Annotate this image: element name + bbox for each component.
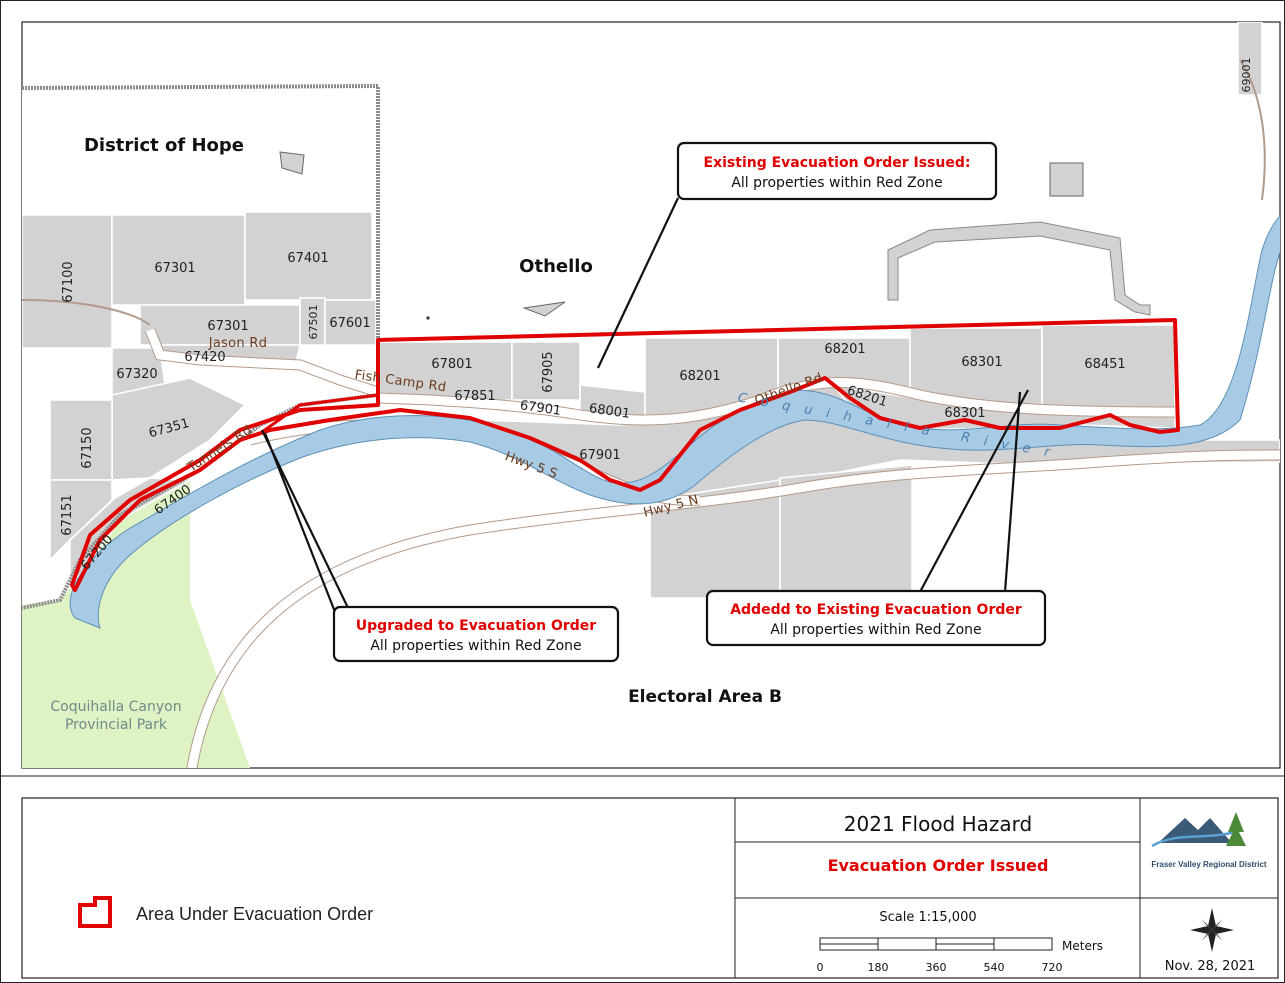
legend: Area Under Evacuation Order	[78, 896, 373, 928]
leader-upgraded	[261, 429, 351, 613]
callout-upgraded-sub: All properties within Red Zone	[370, 638, 581, 654]
parcel-label-67601: 67601	[329, 316, 370, 331]
parcel-label-68301a: 68301	[961, 355, 1002, 370]
parcel-label-67401: 67401	[287, 251, 328, 266]
logo-tree-icon	[1226, 812, 1246, 846]
parcel-label-67901a: 67901	[519, 398, 562, 419]
north-arrow-icon	[1190, 908, 1234, 952]
parcel-label-68001: 68001	[588, 401, 631, 422]
bottom-panel: Area Under Evacuation Order 2021 Flood H…	[21, 797, 1279, 979]
callout-existing-sub: All properties within Red Zone	[731, 175, 942, 191]
callout-added: Addedd to Existing Evacuation Order All …	[705, 589, 1047, 647]
building-east	[1049, 162, 1084, 197]
parcel-label-68301b: 68301	[944, 406, 985, 421]
bottom-border	[21, 797, 1279, 979]
hwy-5-n-road	[187, 450, 1280, 768]
building-hope	[279, 151, 305, 175]
scale-tick-360: 360	[926, 961, 947, 974]
parcel-69001	[1237, 22, 1263, 96]
parcel-label-67151: 67151	[60, 494, 75, 535]
scale-tick-180: 180	[868, 961, 889, 974]
building-othello	[522, 301, 566, 317]
map-subtitle: Evacuation Order Issued	[828, 856, 1049, 875]
logo-river-icon	[1151, 830, 1236, 848]
parcel-label-67150: 67150	[80, 427, 95, 468]
parcel-label-67901b: 67901	[579, 448, 620, 463]
road-label-jason: Jason Rd	[208, 336, 268, 351]
callout-upgraded-title: Upgraded to Evacuation Order	[356, 618, 596, 634]
scale-tick-540: 540	[984, 961, 1005, 974]
parcel-label-67801: 67801	[431, 357, 472, 372]
community-label: Othello	[519, 256, 593, 277]
point-marker	[426, 316, 430, 320]
othello-rd-road	[377, 378, 1176, 425]
legend-evac-symbol-icon	[78, 896, 112, 928]
parcel-label-67501: 67501	[307, 305, 320, 340]
parcel-label-67301a: 67301	[154, 261, 195, 276]
park-label-line2: Provincial Park	[65, 717, 168, 733]
area-label: Electoral Area B	[628, 687, 782, 707]
parcel-label-68201a: 68201	[679, 369, 720, 384]
callout-added-title: Addedd to Existing Evacuation Order	[730, 602, 1022, 618]
legend-evac-label: Area Under Evacuation Order	[136, 904, 373, 924]
callout-added-sub: All properties within Red Zone	[770, 622, 981, 638]
parcel-label-68201b: 68201	[824, 342, 865, 357]
parcel-label-67420: 67420	[184, 350, 225, 365]
callout-existing: Existing Evacuation Order Issued: All pr…	[676, 141, 998, 201]
district-label: District of Hope	[84, 135, 244, 156]
parcel-label-67100: 67100	[61, 261, 76, 302]
park-label-line1: Coquihalla Canyon	[50, 699, 181, 715]
jason-rd-road	[145, 328, 380, 397]
scale-label: Scale 1:15,000	[879, 910, 976, 925]
parcel-label-69001: 69001	[1240, 58, 1253, 93]
map-title: 2021 Flood Hazard	[844, 812, 1032, 836]
evacuation-zone	[70, 318, 1180, 592]
map-date: Nov. 28, 2021	[1165, 959, 1256, 974]
parcel-label-68451: 68451	[1084, 357, 1125, 372]
map-panel: 67100 67301 67401 67301 67501 67601 6742…	[21, 21, 1281, 769]
parcel-label-67301b: 67301	[207, 319, 248, 334]
loop-road	[887, 221, 1151, 316]
north-road-east	[1239, 59, 1266, 201]
parcel-label-67320: 67320	[116, 367, 157, 382]
leader-added	[919, 389, 1029, 593]
fvrd-logo: Fraser Valley Regional District	[1151, 812, 1267, 869]
leader-existing	[597, 197, 679, 369]
scale-unit: Meters	[1062, 939, 1103, 953]
scale-tick-720: 720	[1042, 961, 1063, 974]
evacuation-zone-inner	[261, 393, 379, 434]
parcel-67301a	[111, 214, 246, 306]
callout-existing-title: Existing Evacuation Order Issued:	[704, 155, 971, 171]
callout-upgraded: Upgraded to Evacuation Order All propert…	[332, 605, 620, 663]
scale-bar	[819, 937, 1053, 951]
parcel-label-67905: 67905	[541, 351, 556, 392]
logo-mountain-icon	[1158, 818, 1232, 843]
west-road	[22, 299, 151, 326]
org-name: Fraser Valley Regional District	[1151, 860, 1266, 869]
parcel-label-67851: 67851	[454, 389, 495, 404]
scale-tick-0: 0	[817, 961, 824, 974]
